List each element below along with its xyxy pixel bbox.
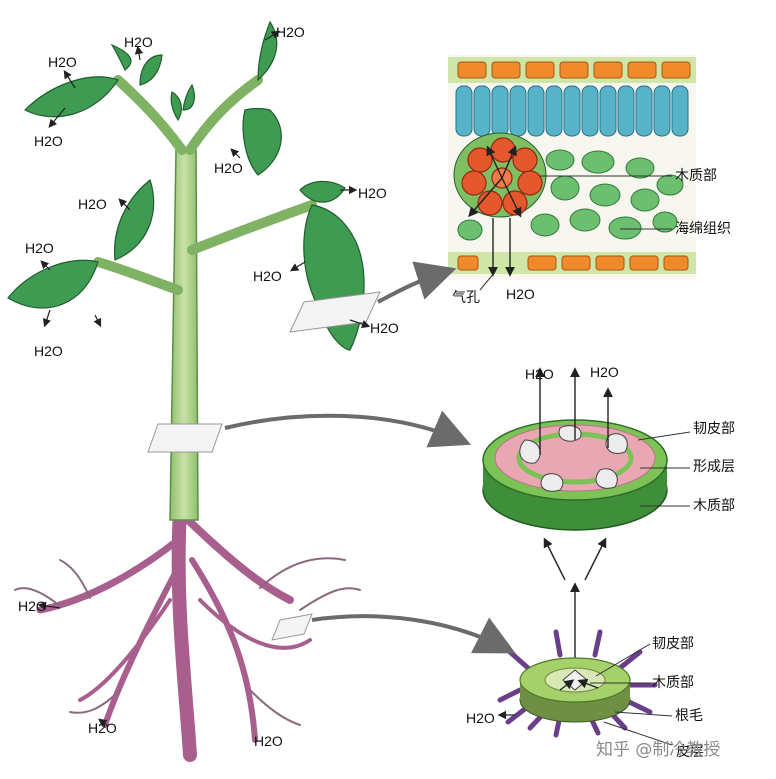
leaf-xylem-label: 木质部: [675, 168, 717, 184]
water-label: H2O: [590, 364, 619, 380]
water-label: H2O: [34, 133, 63, 149]
water-label: H2O: [48, 54, 77, 70]
roots: [14, 503, 361, 762]
stem-phloem-label: 韧皮部: [693, 421, 735, 437]
water-label: H2O: [525, 366, 554, 382]
root-to-stem-arrows: [543, 537, 607, 660]
water-label: H2O: [253, 268, 282, 284]
cambium-label: 形成层: [693, 459, 735, 475]
watermark-text: 知乎 @制冷教授: [596, 740, 721, 760]
root-xylem-label: 木质部: [652, 675, 694, 691]
main-stem: [169, 149, 199, 521]
water-label: H2O: [78, 196, 107, 212]
root-hair-label: 根毛: [675, 708, 703, 724]
water-label: H2O: [358, 185, 387, 201]
stem-xylem-label: 木质部: [693, 498, 735, 514]
plant: [7, 20, 381, 762]
water-label: H2O: [276, 24, 305, 40]
water-label: H2O: [18, 598, 47, 614]
water-label: H2O: [254, 733, 283, 749]
water-label: H2O: [34, 343, 63, 359]
watermark: 知乎 @制冷教授: [596, 735, 720, 760]
root-cross-section: [497, 629, 673, 746]
stem-cross-section: [482, 367, 691, 531]
water-label: H2O: [466, 710, 495, 726]
water-label: H2O: [88, 720, 117, 736]
water-label: H2O: [370, 320, 399, 336]
root-epidermis-label: 皮层: [676, 744, 704, 760]
water-arrows: [37, 30, 515, 727]
leaf-cross-section: [448, 55, 696, 291]
spongy-tissue-label: 海绵组织: [675, 221, 731, 237]
branches: [93, 75, 317, 295]
water-label: H2O: [506, 286, 535, 302]
connector-arrows: [224, 261, 516, 654]
stoma-label: 气孔: [452, 290, 480, 306]
root-phloem-label: 韧皮部: [652, 636, 694, 652]
water-label: H2O: [214, 160, 243, 176]
water-label: H2O: [25, 240, 54, 256]
water-label: H2O: [124, 34, 153, 50]
